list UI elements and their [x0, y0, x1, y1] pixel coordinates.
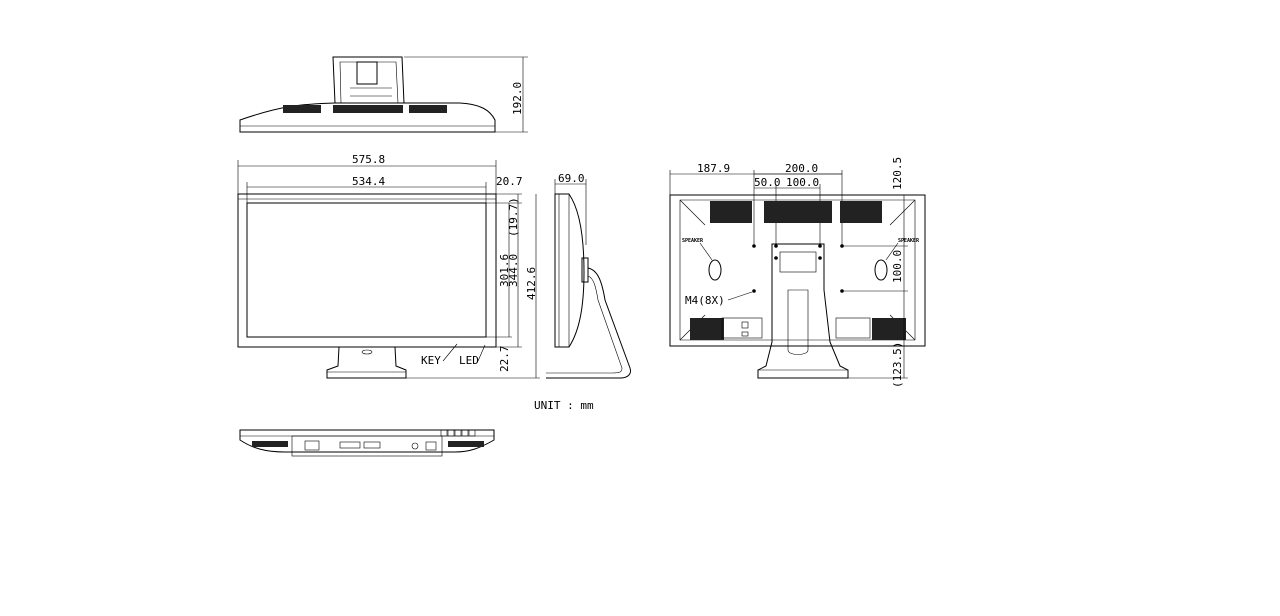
vertical-span-dim: 100.0	[891, 250, 904, 283]
bottom-bezel-dim: 22.7	[498, 346, 511, 373]
speaker-left-grille	[708, 259, 722, 281]
bottom-view	[239, 429, 495, 457]
offset-left-dim: 187.9	[697, 162, 730, 175]
top-depth-dim: 192.0	[511, 82, 524, 115]
side-view: 69.0	[546, 172, 631, 379]
unit-note: UNIT : mm	[534, 399, 594, 412]
rear-vents	[690, 201, 906, 340]
key-label: KEY	[421, 354, 441, 367]
led-label: LED	[459, 354, 479, 367]
half-offset-dim: 50.0	[754, 176, 781, 189]
speaker-right-grille	[874, 259, 888, 281]
front-view: 575.8 534.4 20.7 (19.7) 301.6 344.0 412.…	[237, 153, 540, 379]
top-vents	[283, 105, 447, 113]
rear-view: 187.9 200.0 50.0 100.0 SPEAKER SPEAKER	[669, 157, 926, 388]
panel-height-dim: 344.0	[507, 254, 520, 287]
top-view: 192.0	[239, 56, 528, 133]
screen-width-dim: 534.4	[352, 175, 385, 188]
screen-height-dim: 301.6	[498, 254, 511, 287]
bottom-offset-dim: (123.5)	[891, 342, 904, 388]
hole-span-dim: 200.0	[785, 162, 818, 175]
stand-depth-dim: 69.0	[558, 172, 585, 185]
mount-label: M4(8X)	[685, 294, 725, 307]
top-offset-dim: 120.5	[891, 157, 904, 190]
top-bezel-dim: (19.7)	[507, 197, 520, 237]
bottom-buttons	[440, 429, 476, 437]
mount-holes	[752, 244, 844, 293]
overall-width-dim: 575.8	[352, 153, 385, 166]
vesa-span-dim: 100.0	[786, 176, 819, 189]
overall-height-dim: 412.6	[525, 267, 538, 300]
side-bezel-dim: 20.7	[496, 175, 523, 188]
speaker-left-label: SPEAKER	[682, 238, 704, 244]
bottom-vents	[252, 441, 484, 447]
speaker-right-label: SPEAKER	[898, 238, 920, 244]
